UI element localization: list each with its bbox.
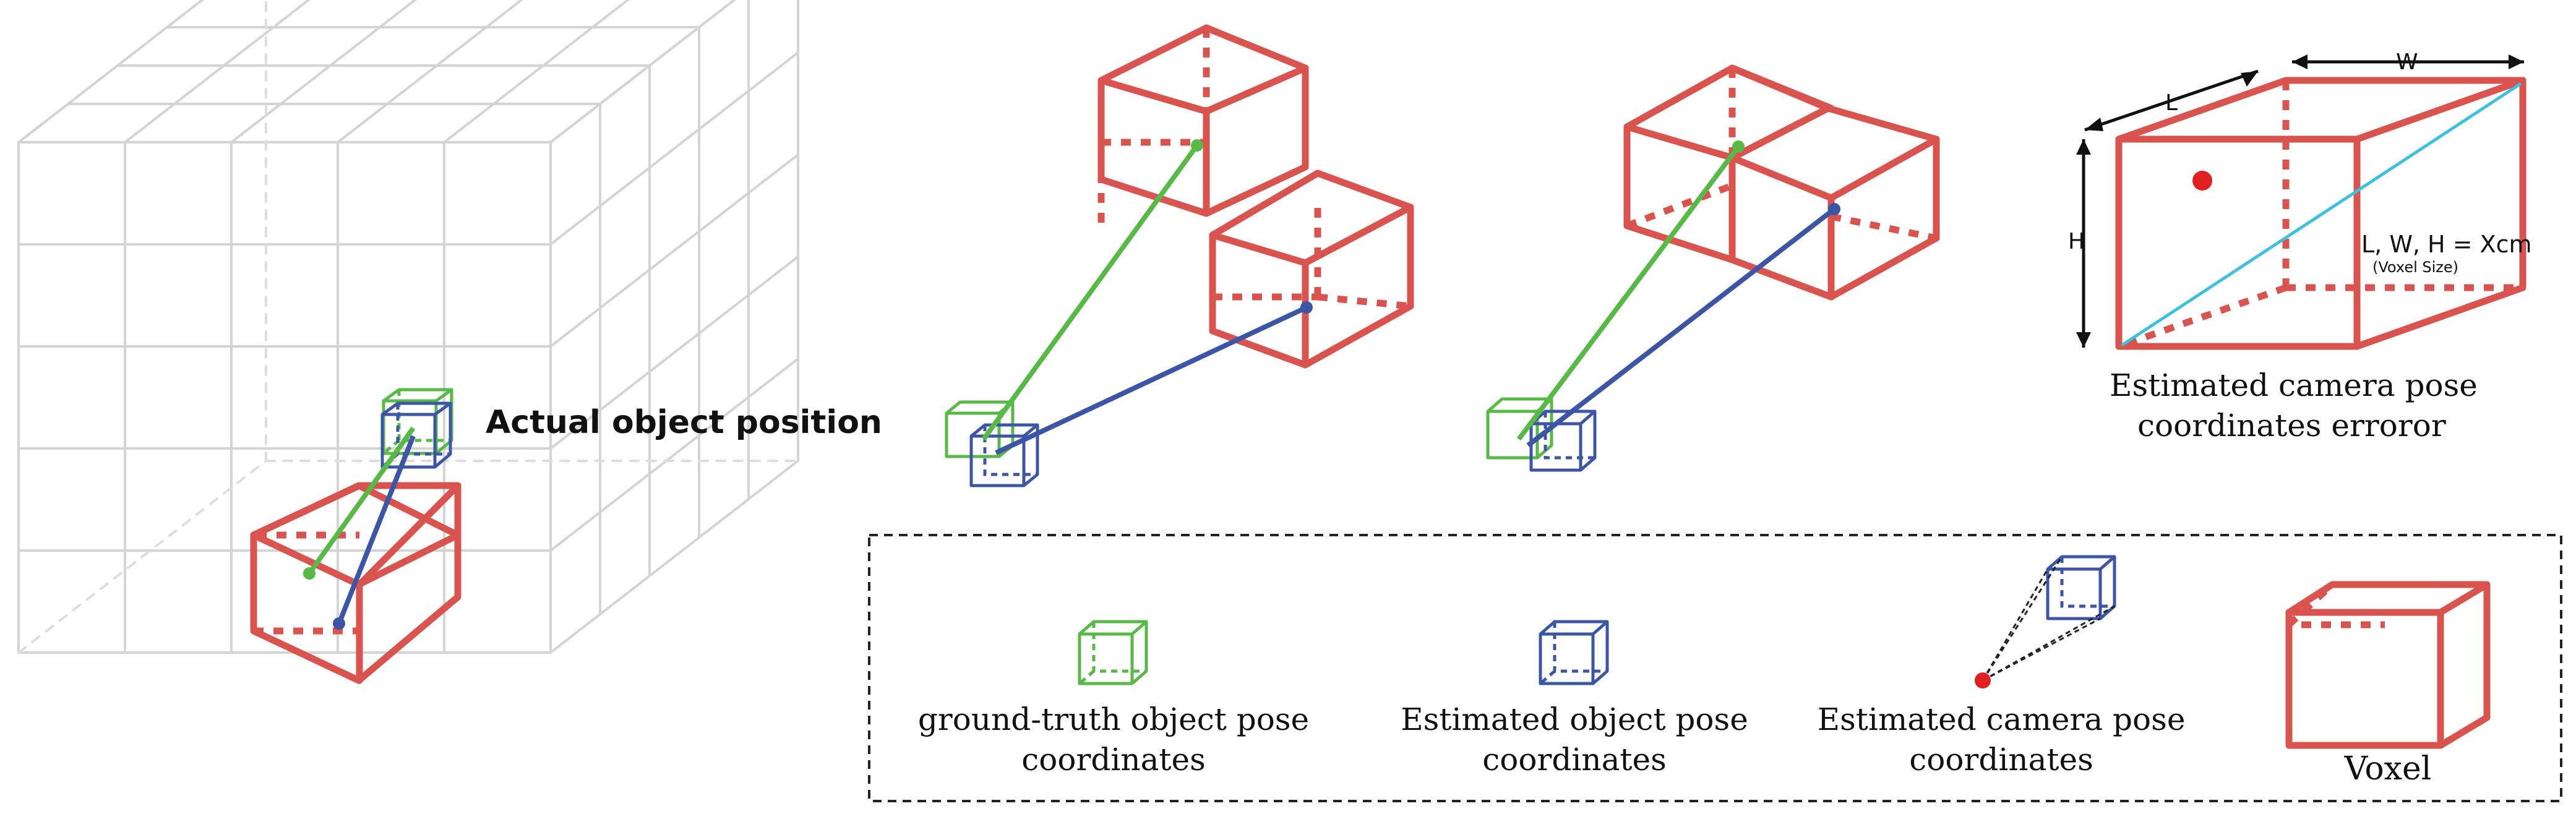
error-caption-line1: Estimated camera pose — [2110, 367, 2478, 403]
legend-gt-line2: coordinates — [1021, 742, 1205, 778]
grid-line — [230, 0, 418, 144]
dim-w-label: W — [2396, 49, 2418, 75]
grid-line — [549, 460, 799, 654]
error-box — [2115, 77, 2527, 350]
grid-gt-cube — [382, 388, 453, 455]
voxel-size-note: (Voxel Size) — [2372, 259, 2458, 276]
panel1-small-cubes — [945, 139, 1313, 487]
error-caption-line2: coordinates erroror — [2137, 408, 2446, 444]
panel2-small-cubes — [1486, 140, 1840, 472]
grid-line — [17, 460, 267, 654]
dimension-arrows — [2076, 54, 2524, 348]
legend-voxel-label: Voxel — [2344, 750, 2432, 787]
legend-camera-line1: Estimated camera pose — [1818, 701, 2186, 737]
legend-voxel-icon — [2285, 581, 2491, 749]
legend-est-line1: Estimated object pose — [1401, 701, 1748, 737]
grid-line — [549, 0, 737, 144]
grid-line — [17, 0, 205, 144]
voxel-size-formula: L, W, H = Xcm — [2361, 231, 2532, 258]
legend-gt-cube-icon — [1078, 620, 1148, 685]
dim-l-label: L — [2165, 90, 2178, 116]
grid-pose-lines — [303, 426, 416, 630]
grid-line — [337, 0, 524, 144]
grid-line — [124, 0, 311, 144]
grid-line — [549, 51, 799, 246]
legend-camera-line2: coordinates — [1909, 742, 2093, 778]
legend-est-line2: coordinates — [1482, 742, 1666, 778]
legend-est-cube-icon — [1539, 620, 1609, 685]
grid-line — [549, 0, 737, 144]
two-voxels-side — [1623, 64, 1940, 301]
grid-line — [549, 153, 799, 348]
grid-voxel — [250, 482, 462, 684]
dim-h-label: H — [2068, 229, 2085, 254]
two-voxels-diagonal — [1097, 24, 1414, 369]
grid-line — [549, 358, 799, 552]
grid-line — [549, 255, 799, 450]
voxel-grid — [17, 0, 799, 654]
actual-object-position-label: Actual object position — [486, 404, 882, 441]
camera-estimate-dot — [2192, 171, 2212, 191]
grid-line — [443, 0, 630, 144]
legend-gt-line1: ground-truth object pose — [918, 701, 1309, 737]
legend-camera-icon — [1975, 555, 2116, 688]
